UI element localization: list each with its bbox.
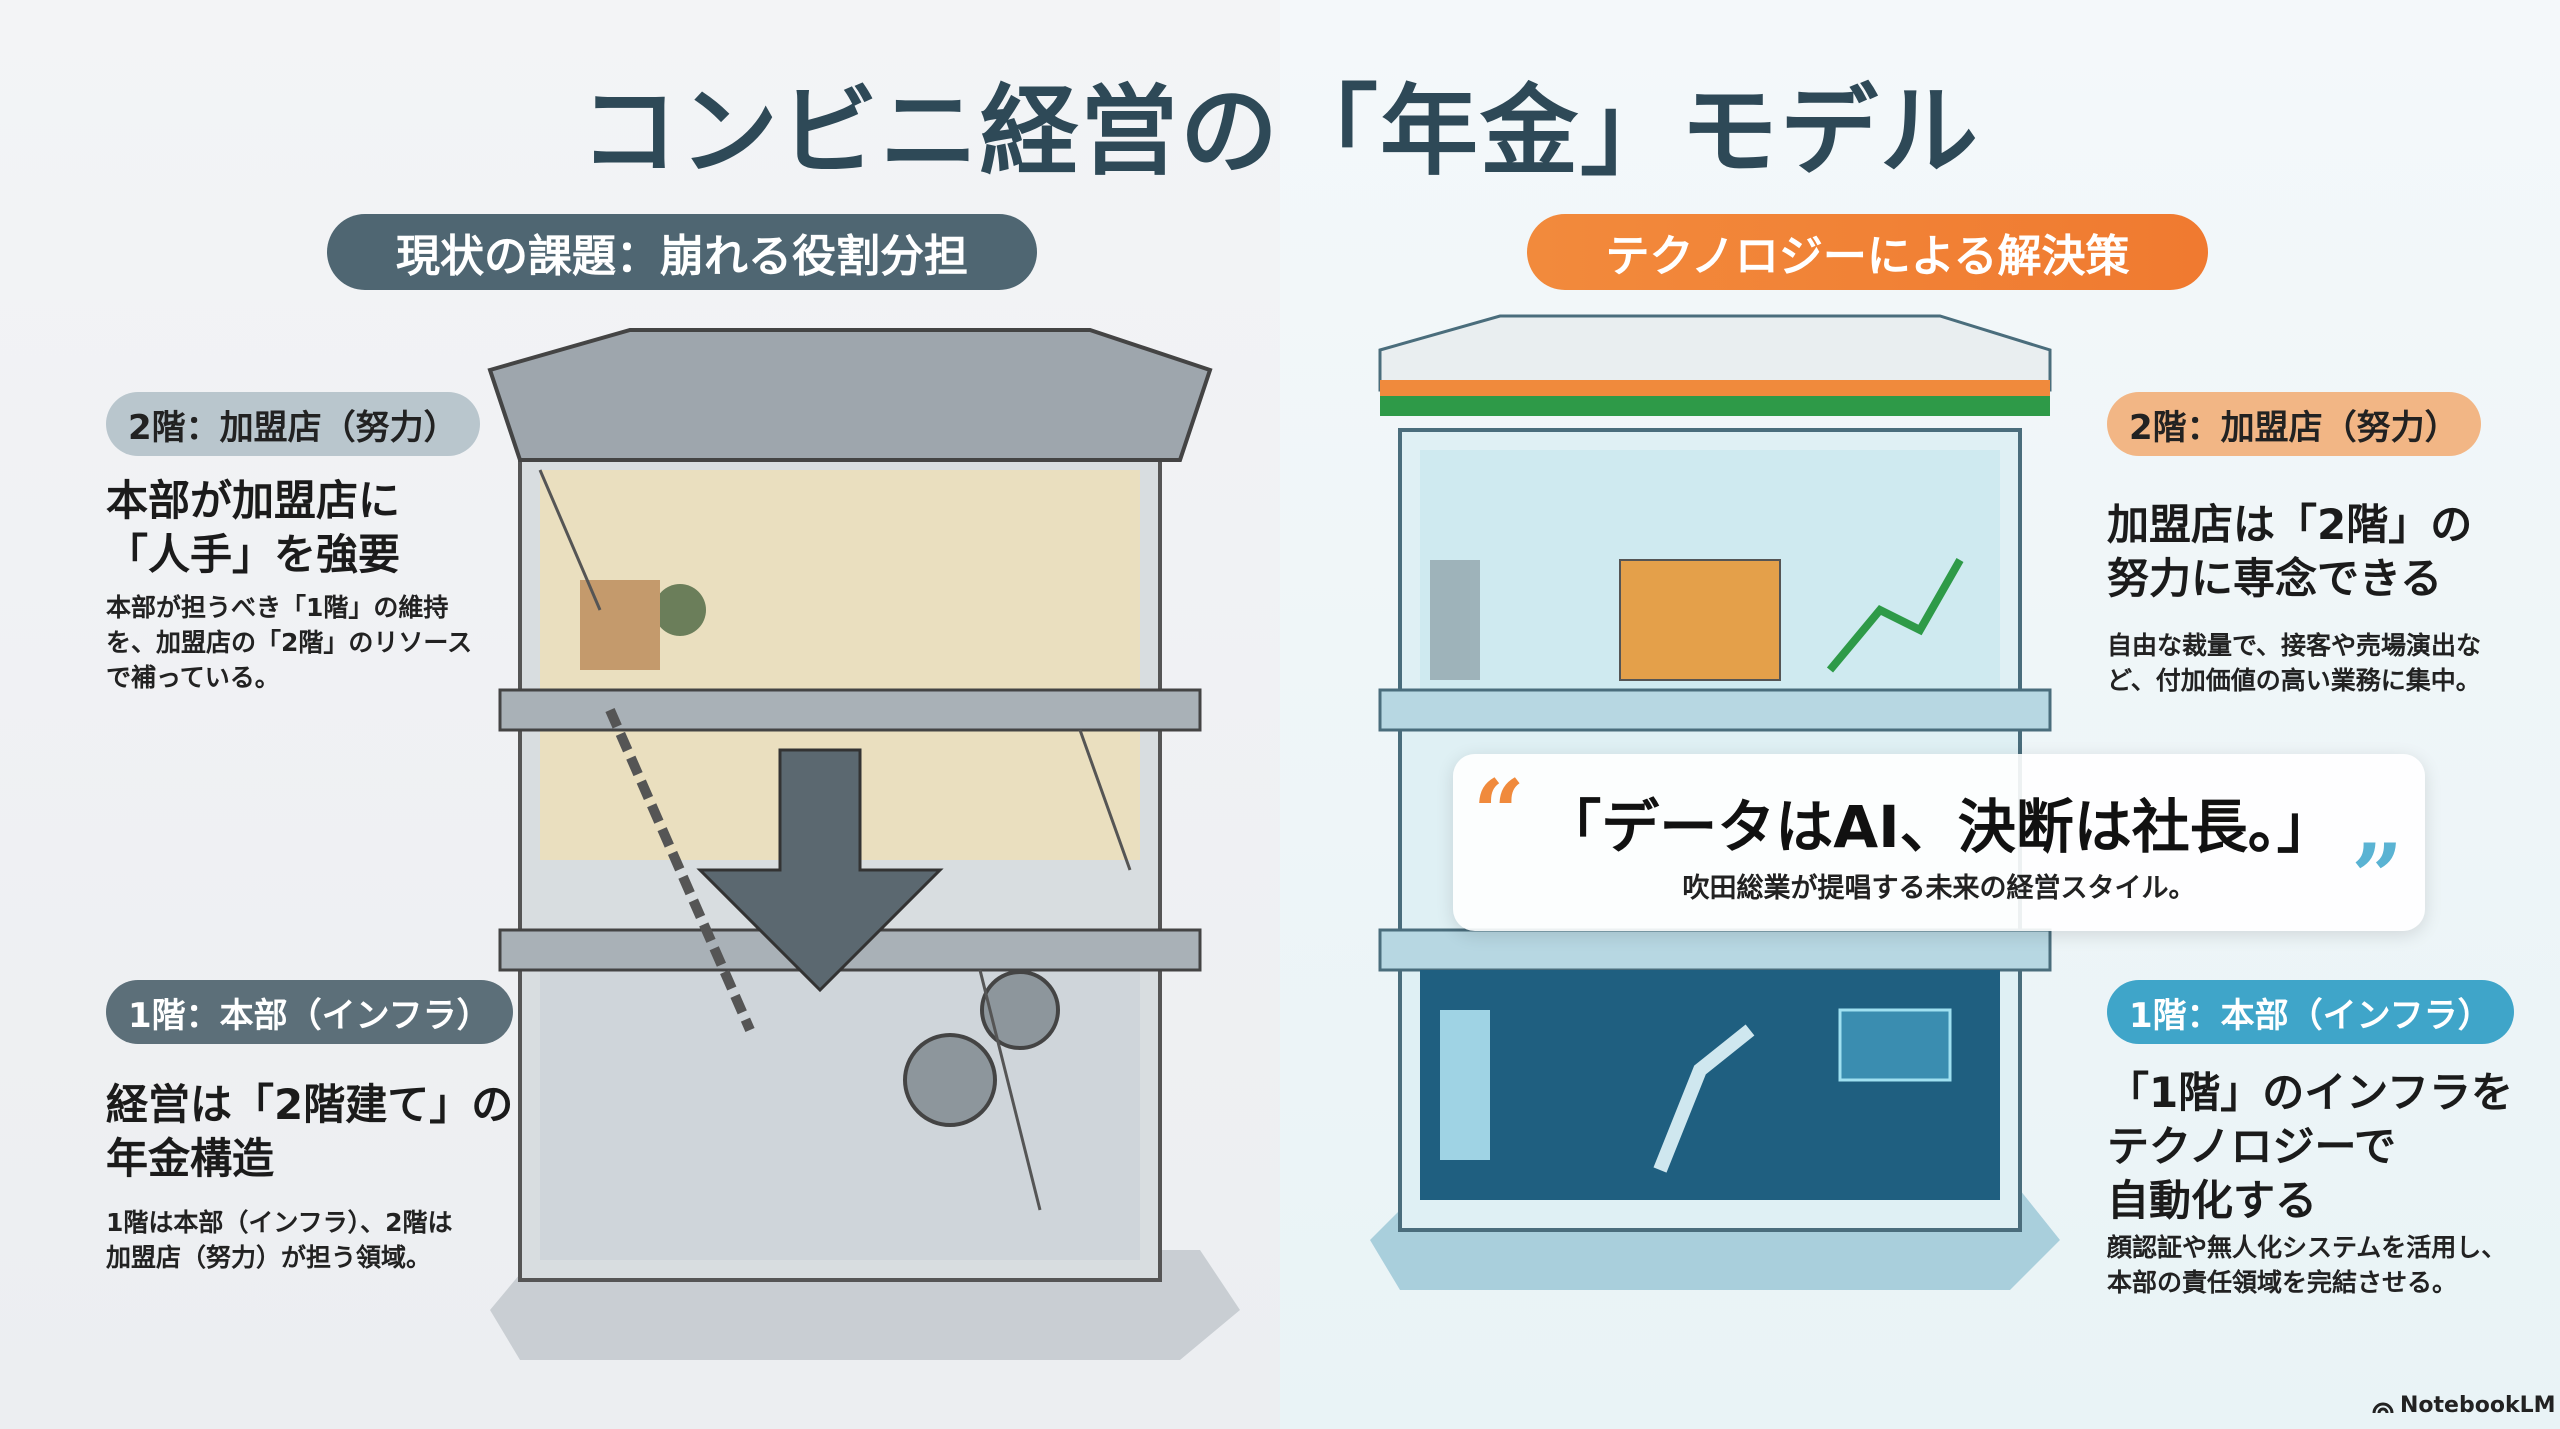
roof (1378, 314, 2052, 392)
left-floor2-heading: 本部が加盟店に 「人手」を強要 (106, 476, 401, 579)
crumbling-building-illustration (487, 328, 1240, 1360)
floor2-slab (1378, 688, 2052, 732)
product-shelf (1619, 559, 1781, 681)
current-issue-subtitle: 現状の課題：崩れる役割分担 (327, 214, 1037, 290)
right-floor2-body: 自由な裁量で、接客や売場演出な ど、付加価値の高い業務に集中。 (2107, 631, 2482, 695)
close-quote-icon: ” (2351, 824, 2403, 930)
floor1-tech-room (1420, 970, 2000, 1200)
gear-icon (980, 970, 1060, 1050)
worker-figure (654, 584, 706, 636)
right-floor1-body: 顔認証や無人化システムを活用し、 本部の責任領域を完結させる。 (2107, 1233, 2507, 1297)
right-floor1-heading: 「1階」のインフラを テクノロジーで 自動化する (2107, 1068, 2513, 1225)
solution-subtitle: テクノロジーによる解決策 (1527, 214, 2208, 290)
atm-kiosk (1430, 560, 1480, 680)
floor2-slab (498, 688, 1202, 732)
right-floor2-tag: 2階：加盟店（努力） (2107, 392, 2481, 456)
right-floor1-tag: 1階：本部（インフラ） (2107, 980, 2514, 1044)
cracked-roof (487, 328, 1213, 462)
open-quote-icon: “ (1473, 760, 1525, 866)
face-recognition-kiosk (1440, 1010, 1490, 1160)
quote-main: 「データはAI、決断は社長。」 (1543, 793, 2335, 861)
page-title: コンビニ経営の「年金」モデル (579, 75, 1980, 189)
roof-green-stripe (1380, 396, 2050, 416)
floor1-room (540, 930, 1140, 1260)
quote-sub: 吹田総業が提唱する未来の経営スタイル。 (1682, 873, 2196, 904)
left-floor2-body: 本部が担うべき「1階」の維持 を、加盟店の「2階」のリソース で補っている。 (106, 593, 473, 692)
left-floor2-tag: 2階：加盟店（努力） (106, 392, 480, 456)
cracks (538, 469, 1132, 1211)
quote-box: “ 「データはAI、決断は社長。」 吹田総業が提唱する未来の経営スタイル。 ” (1453, 754, 2425, 931)
left-floor1-body: 1階は本部（インフラ）、2階は 加盟店（努力）が担う領域。 (106, 1208, 453, 1272)
down-arrow-icon (696, 748, 944, 993)
tech-building-illustration (1370, 314, 2060, 1290)
growth-arrow-icon (1826, 558, 1964, 673)
notebooklm-logo: NotebookLM (2372, 1393, 2555, 1418)
left-floor1-heading: 経営は「2階建て」の 年金構造 (106, 1080, 514, 1183)
logo-text: NotebookLM (2400, 1393, 2556, 1418)
left-floor1-tag: 1階：本部（インフラ） (106, 980, 513, 1044)
robot-arm-icon (1653, 1024, 1755, 1173)
chain-icon (605, 707, 755, 1033)
monitor-chart (1838, 1008, 1952, 1082)
floor1-slab (1378, 928, 2052, 972)
roof-orange-stripe (1380, 380, 2050, 396)
gear-icon (903, 1033, 997, 1127)
right-floor2-heading: 加盟店は「2階」の 努力に専念できる (2107, 500, 2473, 603)
notebooklm-icon (2372, 1402, 2394, 1413)
